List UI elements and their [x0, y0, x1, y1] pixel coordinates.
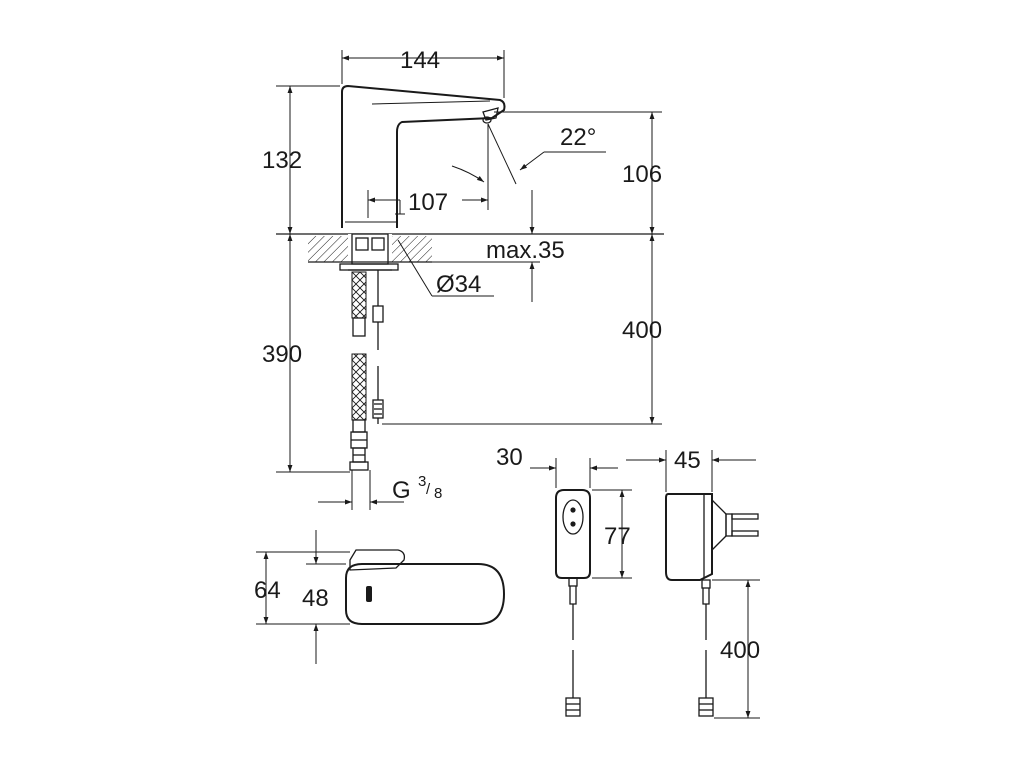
- label-400-adapter: 400: [720, 637, 760, 664]
- faucet-top-view: [256, 530, 506, 664]
- faucet-side-view: [276, 84, 664, 510]
- power-adapter-front-view: [530, 458, 632, 717]
- label-thread-numerator: 3: [418, 473, 426, 490]
- label-390: 390: [262, 341, 302, 368]
- label-diameter-34: Ø34: [436, 271, 481, 298]
- label-22-degree: 22°: [560, 124, 596, 151]
- label-132: 132: [262, 147, 302, 174]
- label-77: 77: [604, 523, 631, 550]
- dimension-lines-faucet: [276, 50, 662, 505]
- label-thread-denominator: 8: [434, 485, 442, 502]
- label-thread-slash: /: [426, 481, 431, 498]
- label-thread-g: G: [392, 477, 411, 504]
- label-144: 144: [400, 47, 440, 74]
- label-107: 107: [408, 189, 448, 216]
- label-45: 45: [674, 447, 701, 474]
- power-adapter-side-view: [626, 450, 760, 719]
- dimension-labels: 144 132 22° 106 107 max.35 Ø34 390 400 G…: [254, 47, 760, 664]
- label-106: 106: [622, 161, 662, 188]
- label-max-35: max.35: [486, 237, 565, 264]
- label-64: 64: [254, 577, 281, 604]
- label-30: 30: [496, 444, 523, 471]
- label-48: 48: [302, 585, 329, 612]
- label-400-faucet: 400: [622, 317, 662, 344]
